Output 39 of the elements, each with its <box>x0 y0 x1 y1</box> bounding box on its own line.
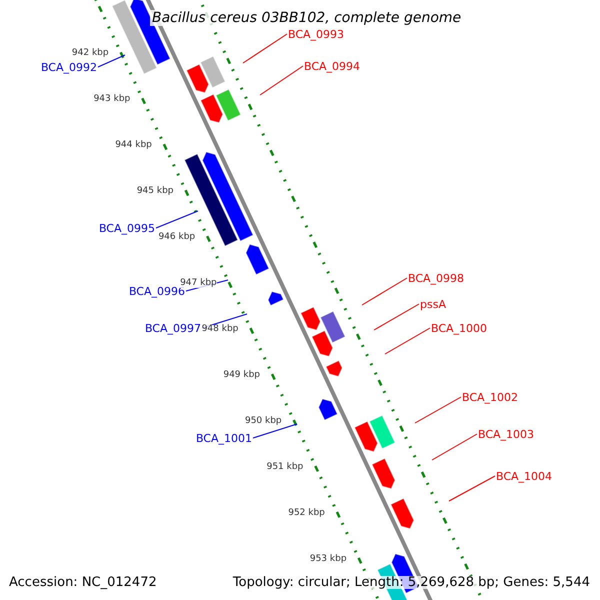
gene-label: BCA_1000 <box>431 323 488 334</box>
gene-label: BCA_0995 <box>98 223 155 234</box>
scale-label: 948 kbp <box>202 324 238 334</box>
gene-label: BCA_0993 <box>288 29 344 40</box>
gene-label: BCA_0994 <box>304 61 360 72</box>
gene-label: pssA <box>420 299 446 310</box>
scale-label: 947 kbp <box>180 278 217 288</box>
scale-label: 951 kbp <box>266 462 304 472</box>
gene-label: BCA_0997 <box>144 323 201 334</box>
scale-label: 942 kbp <box>72 49 109 58</box>
gene-label: BCA_0998 <box>408 273 464 284</box>
gene-label: BCA_1004 <box>496 471 552 482</box>
scale-label: 945 kbp <box>136 186 174 196</box>
scale-label: 949 kbp <box>223 370 260 380</box>
scale-label: 943 kbp <box>94 94 130 104</box>
title: Bacillus cereus 03BB102, complete genome <box>150 10 464 26</box>
gene-label: BCA_0996 <box>128 286 185 297</box>
scale-label: 952 kbp <box>288 508 325 518</box>
leader-line <box>242 34 288 64</box>
leader-line <box>432 434 478 460</box>
leader-line <box>98 54 126 68</box>
leader-line <box>156 210 198 228</box>
scale-label: 946 kbp <box>158 232 196 242</box>
gene-label: BCA_0992 <box>40 62 97 73</box>
gene-label: BCA_1002 <box>462 392 518 403</box>
scale-label: 953 kbp <box>310 554 347 564</box>
leader-line <box>252 424 298 438</box>
leader-line <box>362 278 408 306</box>
scale-label: 950 kbp <box>244 416 282 426</box>
leader-line <box>384 328 430 354</box>
genome-info-text: Topology: circular; Length: 5,269,628 bp; Genes: 5,544 <box>232 576 590 589</box>
leader-line <box>260 66 304 96</box>
scale-label: 944 kbp <box>115 140 152 150</box>
leader-line <box>448 476 496 502</box>
leader-line <box>414 396 462 424</box>
gene-label: BCA_1003 <box>478 429 534 440</box>
gene-label: BCA_1001 <box>196 433 252 444</box>
leader-line <box>374 304 420 330</box>
accession-text: Accession: NC_012472 <box>9 576 157 589</box>
